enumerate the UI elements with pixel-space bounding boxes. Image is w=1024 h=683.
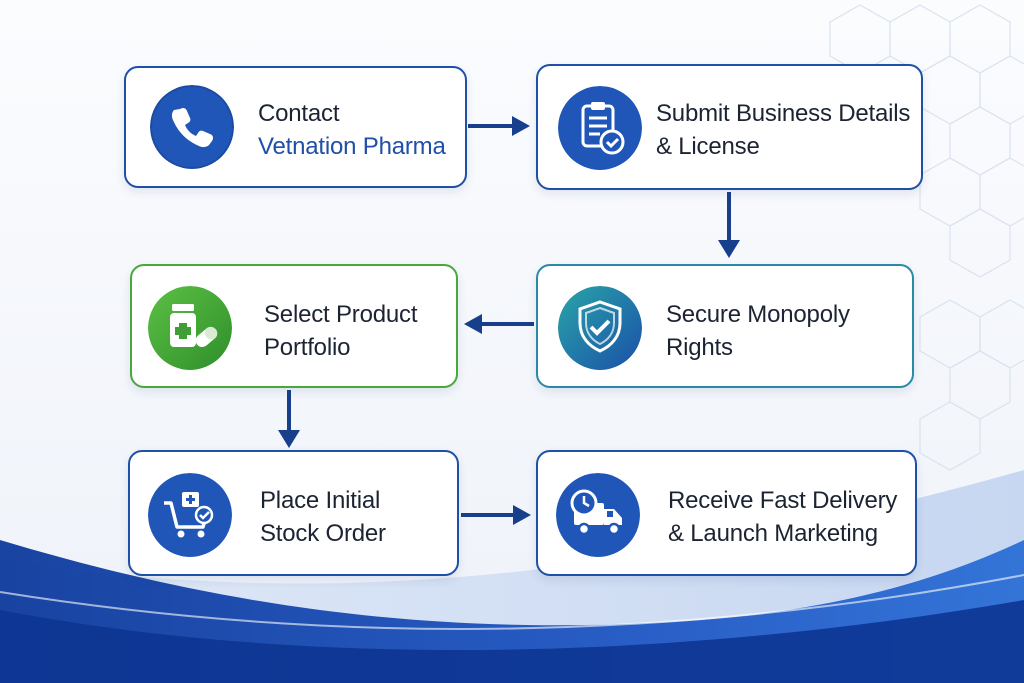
arrow-select-to-order bbox=[278, 390, 300, 448]
step-submit-subtitle: & License bbox=[656, 133, 760, 160]
step-submit: Submit Business Details & License bbox=[536, 64, 923, 190]
step-contact-subtitle: Vetnation Pharma bbox=[258, 133, 446, 160]
step-order: Place Initial Stock Order bbox=[128, 450, 459, 576]
medicine-bottle-pill-icon bbox=[148, 286, 232, 370]
step-submit-title: Submit Business Details bbox=[656, 100, 911, 127]
cart-check-icon bbox=[148, 473, 232, 557]
delivery-truck-clock-icon bbox=[556, 473, 640, 557]
step-order-subtitle: Stock Order bbox=[260, 520, 386, 547]
arrow-order-to-delivery bbox=[461, 505, 531, 525]
step-secure-title: Secure Monopoly bbox=[666, 301, 850, 328]
arrow-secure-to-select bbox=[464, 314, 534, 334]
step-order-title: Place Initial bbox=[260, 487, 381, 514]
step-delivery: Receive Fast Delivery & Launch Marketing bbox=[536, 450, 917, 576]
arrow-contact-to-submit bbox=[468, 116, 530, 136]
shield-check-icon bbox=[558, 286, 642, 370]
step-delivery-title: Receive Fast Delivery bbox=[668, 487, 898, 514]
step-select-title: Select Product bbox=[264, 301, 418, 328]
step-secure: Secure Monopoly Rights bbox=[536, 264, 914, 388]
arrow-submit-to-secure bbox=[718, 192, 740, 258]
step-secure-subtitle: Rights bbox=[666, 334, 733, 361]
step-contact: Contact Vetnation Pharma bbox=[124, 66, 467, 188]
step-select: Select Product Portfolio bbox=[130, 264, 458, 388]
step-delivery-subtitle: & Launch Marketing bbox=[668, 520, 878, 547]
phone-icon bbox=[150, 85, 234, 169]
step-select-subtitle: Portfolio bbox=[264, 334, 351, 361]
step-contact-title: Contact bbox=[258, 100, 340, 127]
clipboard-check-icon bbox=[558, 86, 642, 170]
